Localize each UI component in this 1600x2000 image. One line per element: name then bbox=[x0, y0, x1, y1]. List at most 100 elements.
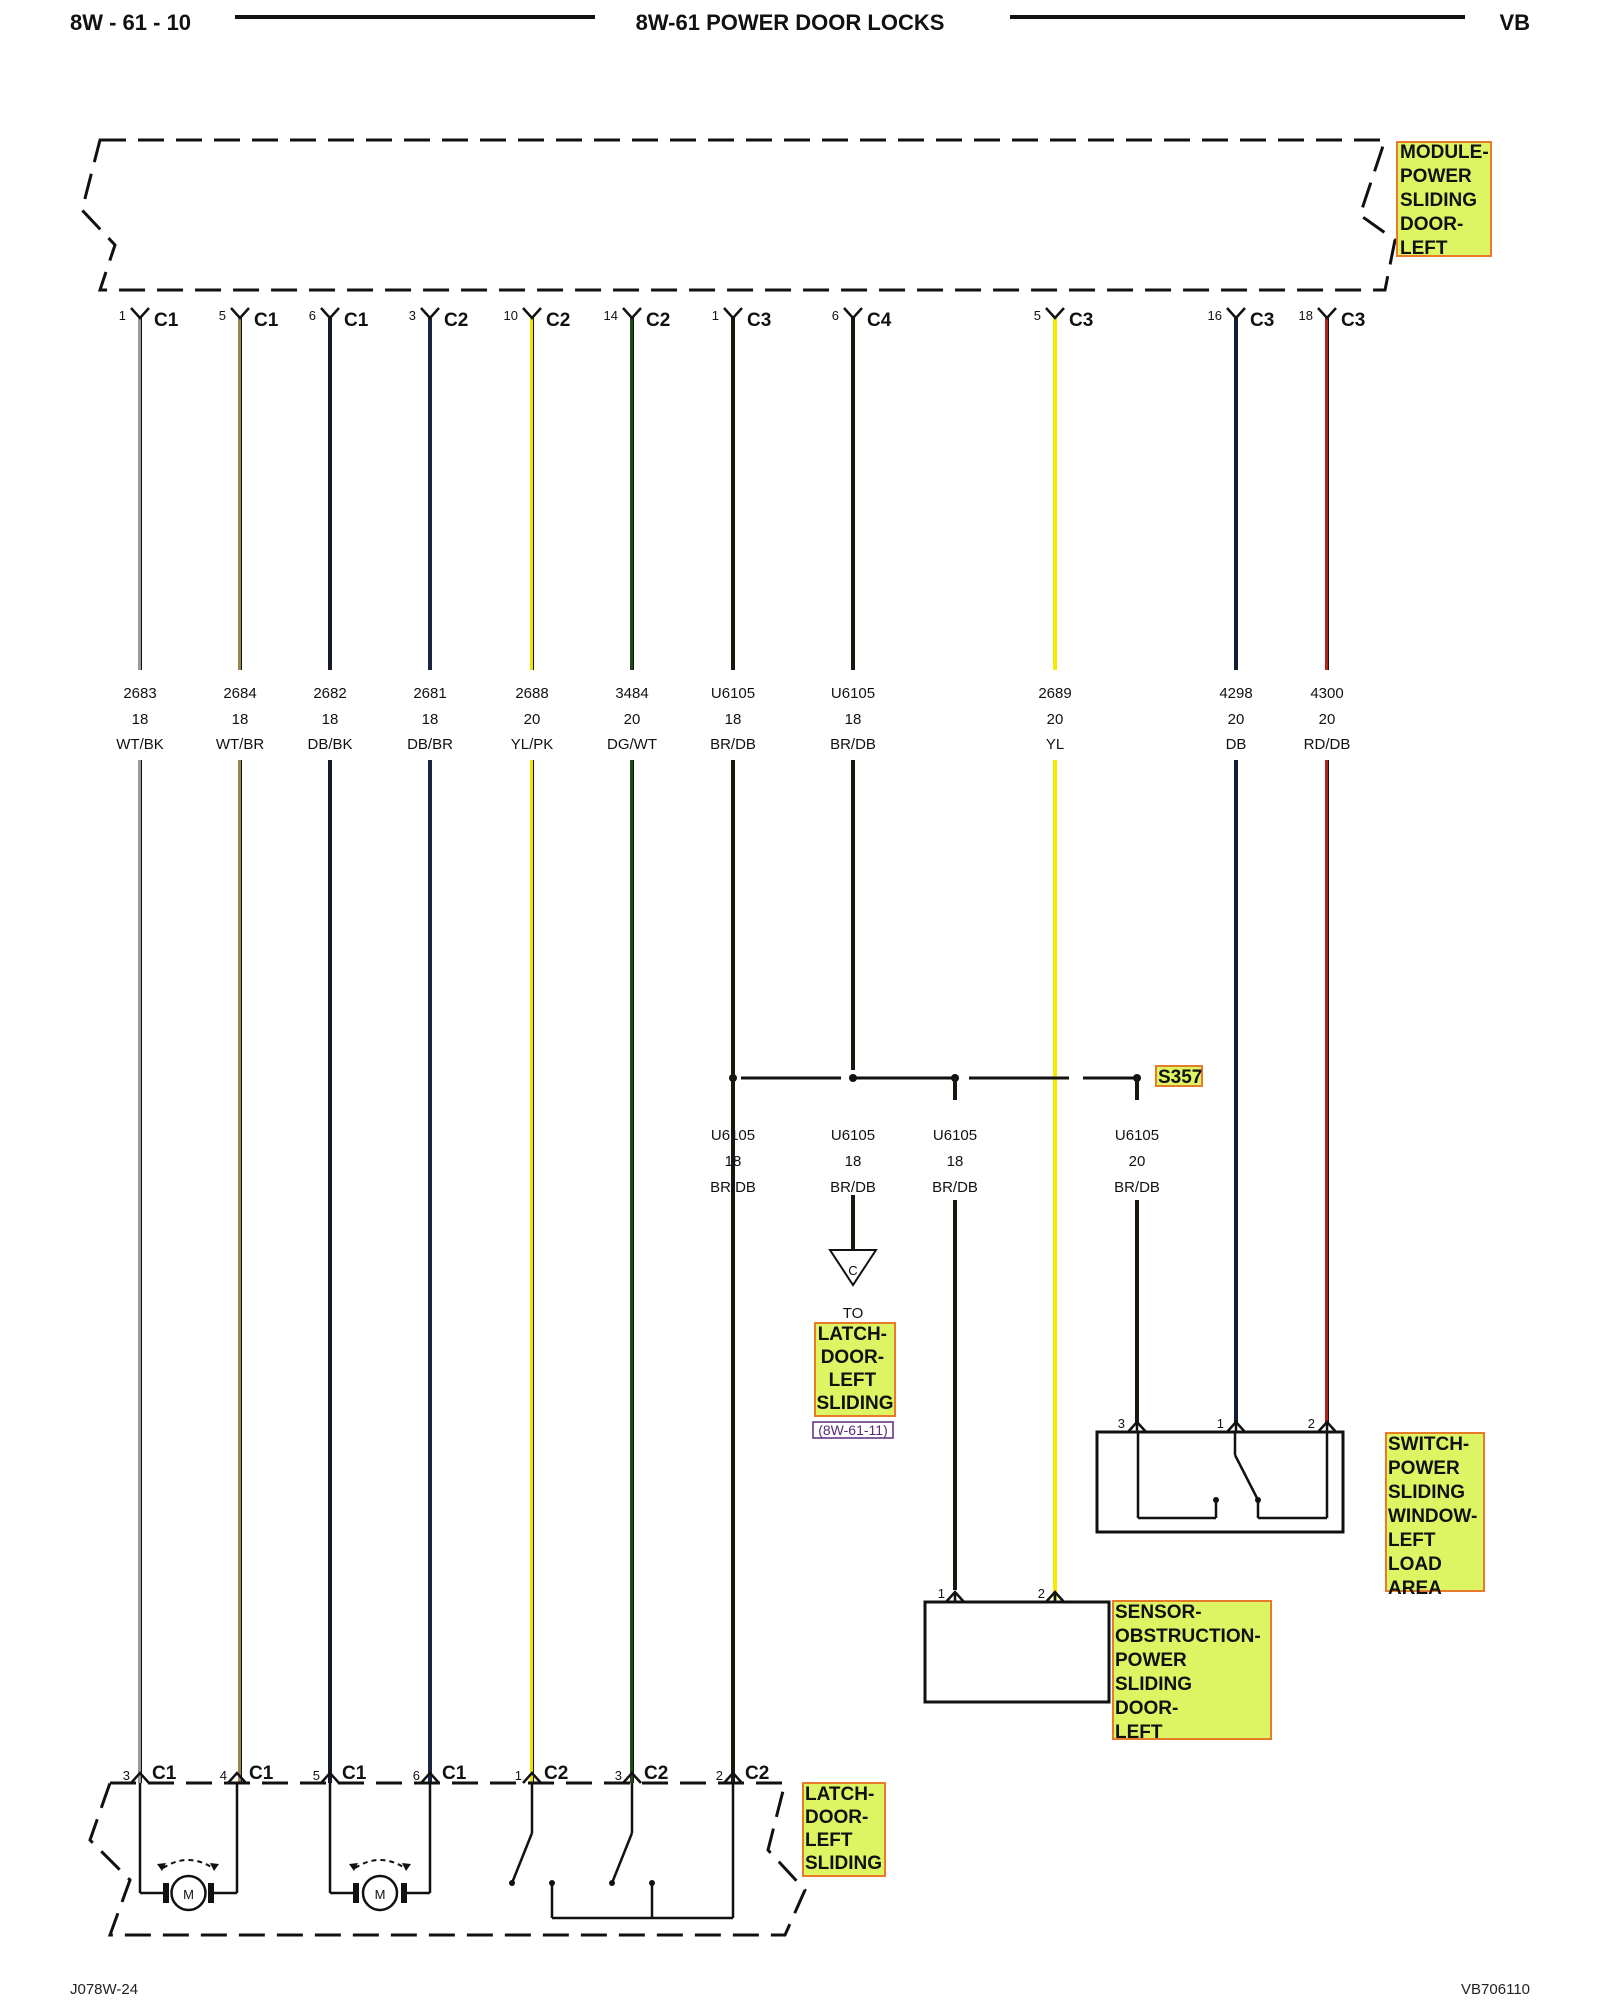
splice-branch-color: BR/DB bbox=[932, 1179, 978, 1196]
splice-branch-color: BR/DB bbox=[1114, 1179, 1160, 1196]
module-pin-number: 16 bbox=[1208, 308, 1222, 323]
sensor-label: SENSOR- OBSTRUCTION- POWER SLIDING DOOR-… bbox=[1115, 1602, 1266, 1743]
latch-connector-id: C2 bbox=[745, 1763, 769, 1784]
module-connector-pin bbox=[1045, 307, 1065, 320]
switch-pin-number: 2 bbox=[1308, 1416, 1315, 1431]
latch-label-bg bbox=[802, 1782, 886, 1877]
sensor-pin-number: 2 bbox=[1038, 1586, 1045, 1601]
wire-color-code: DB/BR bbox=[407, 736, 453, 753]
wire-gauge: 18 bbox=[725, 711, 742, 728]
page-number: 8W - 61 - 10 bbox=[70, 10, 191, 35]
sensor-pin-number: 1 bbox=[938, 1586, 945, 1601]
latch-connector-pin bbox=[130, 1771, 150, 1784]
latch-pin-number: 3 bbox=[615, 1768, 622, 1783]
switch-blade bbox=[1233, 1454, 1260, 1501]
module-connector-pin bbox=[522, 307, 542, 320]
module-label-bg bbox=[1396, 141, 1492, 257]
rotation-arrow-icon bbox=[162, 1859, 214, 1869]
latch-connector-pin bbox=[227, 1771, 247, 1784]
splice-branch-circuit: U6105 bbox=[711, 1127, 755, 1144]
latch-pin-number: 4 bbox=[220, 1768, 227, 1783]
wire-color-code: YL bbox=[1046, 736, 1064, 753]
latch-connector-id: C2 bbox=[644, 1763, 668, 1784]
splice-branch-circuit: U6105 bbox=[933, 1127, 977, 1144]
motor-icon bbox=[361, 1874, 399, 1912]
footer-right: VB706110 bbox=[1461, 1981, 1530, 1998]
module-pin-number: 5 bbox=[1034, 308, 1041, 323]
splice-s357: S357 bbox=[733, 1065, 1203, 1088]
latch-connector-id: C1 bbox=[152, 1763, 177, 1784]
module-connector-id: C2 bbox=[546, 310, 570, 331]
wire-circuit: 4300 bbox=[1310, 685, 1343, 702]
footer-left: J078W-24 bbox=[70, 1981, 138, 1998]
wire-color-code: BR/DB bbox=[830, 736, 876, 753]
wire-gauge: 20 bbox=[624, 711, 641, 728]
module-connector-pin bbox=[843, 307, 863, 320]
splice-branch-gauge: 18 bbox=[947, 1153, 964, 1170]
sensor-obstruction: SENSOR- OBSTRUCTION- POWER SLIDING DOOR-… bbox=[923, 1600, 1272, 1743]
wire-2684-1 bbox=[238, 318, 242, 1783]
module-pin-number: 1 bbox=[712, 308, 719, 323]
motor-icon bbox=[170, 1874, 207, 1912]
module-pin-number: 5 bbox=[219, 308, 226, 323]
module-pin-number: 10 bbox=[504, 308, 518, 323]
latch-switch-blade bbox=[610, 1832, 634, 1884]
wire-color-code: WT/BR bbox=[216, 736, 264, 753]
latch-label: LATCH- DOOR- LEFT SLIDING bbox=[802, 1782, 886, 1877]
latch-motor-1: M bbox=[138, 1783, 239, 1912]
module-pin-number: 18 bbox=[1299, 308, 1313, 323]
latch-ref-to: TO bbox=[843, 1305, 864, 1322]
wire-4300-10 bbox=[1325, 318, 1329, 1425]
latch-pin-number: 2 bbox=[716, 1768, 723, 1783]
splice-label-bg bbox=[1155, 1065, 1203, 1087]
latch-connector-id: C2 bbox=[544, 1763, 568, 1784]
switch-label-bg bbox=[1385, 1432, 1485, 1592]
wire-gauge: 20 bbox=[1319, 711, 1336, 728]
latch-switches bbox=[509, 1783, 735, 1920]
latch-ref-connector-letter: C bbox=[848, 1263, 857, 1278]
wire-gauge: 20 bbox=[524, 711, 541, 728]
module-connector-id: C1 bbox=[254, 310, 279, 331]
latch-pin-number: 5 bbox=[313, 1768, 320, 1783]
sensor-body bbox=[923, 1600, 1111, 1704]
splice-label: S357 bbox=[1158, 1067, 1202, 1088]
latch-ref-page-box[interactable] bbox=[812, 1421, 894, 1439]
splice-branch-color: BR/DB bbox=[710, 1179, 756, 1196]
latch-connector-pin bbox=[723, 1771, 743, 1784]
switch-pin-number: 1 bbox=[1217, 1416, 1224, 1431]
latch-label-text: LATCH- DOOR- LEFT SLIDING bbox=[805, 1784, 882, 1874]
latch-ref-label: LATCH- DOOR- LEFT SLIDING bbox=[816, 1324, 893, 1414]
module-outline bbox=[80, 138, 1397, 292]
module-connector-id: C3 bbox=[1069, 310, 1093, 331]
splice-branch-circuit: U6105 bbox=[1115, 1127, 1159, 1144]
latch-connector-id: C1 bbox=[442, 1763, 467, 1784]
wire-circuit: 2688 bbox=[515, 685, 548, 702]
splice-branch-color: BR/DB bbox=[830, 1179, 876, 1196]
latch-motor-2: M bbox=[328, 1783, 432, 1912]
switch-window-load-area: SWITCH- POWER SLIDING WINDOW- LEFT LOAD … bbox=[1095, 1430, 1485, 1599]
latch-connector-pin bbox=[420, 1771, 440, 1784]
wire-circuit: 2689 bbox=[1038, 685, 1071, 702]
latch-ref-page-link[interactable]: (8W-61-11) bbox=[818, 1422, 888, 1438]
module-pin-number: 6 bbox=[832, 308, 839, 323]
wire-gauge: 18 bbox=[845, 711, 862, 728]
module-connector-id: C3 bbox=[747, 310, 771, 331]
wire-labels: 268318WT/BK268418WT/BR268218DB/BK268118D… bbox=[116, 685, 1350, 753]
latch-connector-id: C1 bbox=[249, 1763, 274, 1784]
latch-pin-number: 6 bbox=[413, 1768, 420, 1783]
wire-2688-4 bbox=[530, 318, 534, 1783]
module-connector-id: C1 bbox=[344, 310, 369, 331]
module-pin-number: 3 bbox=[409, 308, 416, 323]
wire-gauge: 18 bbox=[232, 711, 249, 728]
wire-gauge: 18 bbox=[132, 711, 149, 728]
wire-color-code: DB/BK bbox=[307, 736, 352, 753]
latch-ref-connector-symbol bbox=[828, 1249, 878, 1287]
splice-node bbox=[849, 1074, 857, 1082]
module-connector-id: C3 bbox=[1341, 310, 1365, 331]
latch-pin-number: 1 bbox=[515, 1768, 522, 1783]
latch-connector-pin bbox=[320, 1771, 340, 1784]
wire-color-code: DG/WT bbox=[607, 736, 657, 753]
wire-circuit: U6105 bbox=[711, 685, 755, 702]
wire-color-code: WT/BK bbox=[116, 736, 164, 753]
